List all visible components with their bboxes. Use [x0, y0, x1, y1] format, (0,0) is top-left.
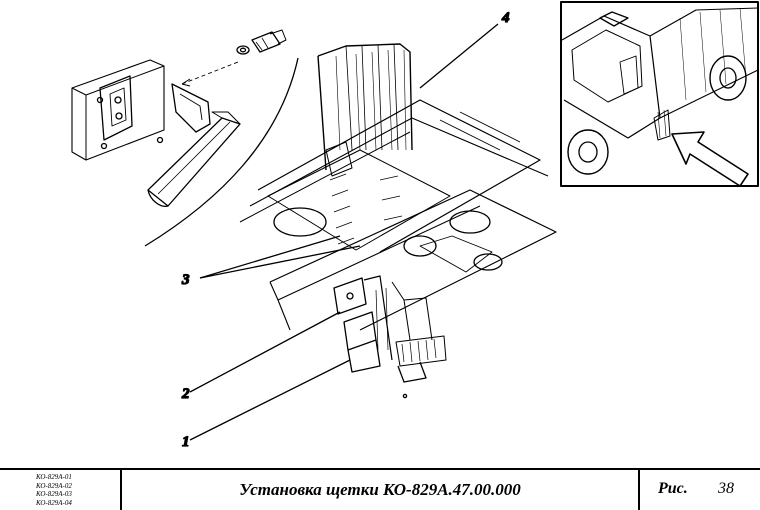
leader-lines — [189, 23, 499, 441]
drawing-title: Установка щетки КО-829А.47.00.000 — [122, 470, 640, 510]
model-code: КО-829А-03 — [36, 490, 72, 499]
model-code: КО-829А-01 — [36, 473, 72, 481]
title-block: КО-829А-01 КО-829А-02 КО-829А-03 КО-829А… — [0, 468, 760, 510]
callout-4: 4 — [501, 10, 510, 26]
assembly-drawing: 4 3 2 1 — [71, 1, 759, 451]
main-assembly — [239, 43, 557, 399]
exploded-mount-detail — [71, 29, 299, 247]
truck-inset — [560, 1, 759, 187]
figure-number: 38 — [718, 480, 734, 497]
callout-3: 3 — [181, 272, 190, 288]
figure-reference: Рис. 38 — [640, 470, 760, 510]
figure-label: Рис. — [658, 480, 688, 497]
callout-1: 1 — [182, 434, 190, 450]
model-codes: КО-829А-01 КО-829А-02 КО-829А-03 КО-829А… — [0, 470, 122, 510]
callout-2: 2 — [181, 386, 190, 402]
model-code: КО-829А-04 — [36, 498, 72, 507]
model-code: КО-829А-02 — [36, 481, 72, 490]
